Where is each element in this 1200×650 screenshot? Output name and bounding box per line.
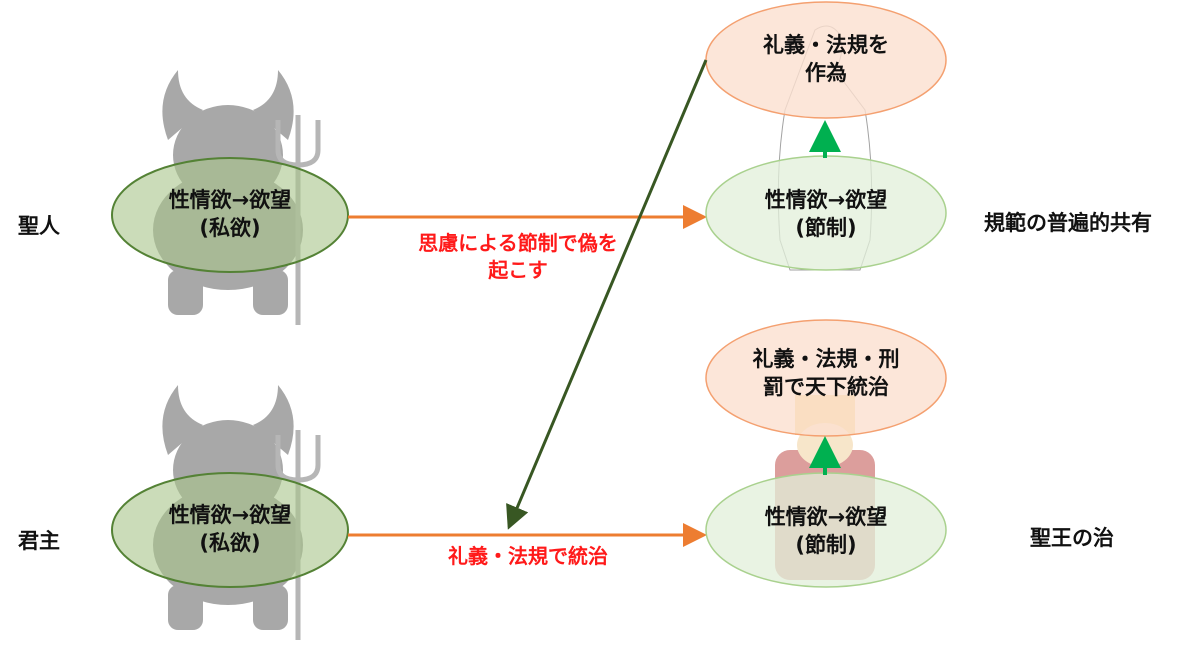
norms-subtext: 罰で天下統治 (763, 375, 889, 399)
desire-subtext: (私欲) (199, 531, 260, 555)
norms-text: 礼義・法規を (763, 33, 889, 57)
result-ruler: 聖王の治 (1030, 526, 1114, 550)
norms-subtext: 作為 (805, 61, 847, 85)
desire-text: 性情欲→欲望 (169, 503, 292, 527)
result-sage: 規範の普遍的共有 (984, 211, 1152, 235)
norms-text: 礼義・法規・刑 (753, 347, 900, 371)
desire-ellipse-ruler (111, 472, 349, 588)
desire-subtext: (私欲) (199, 216, 260, 240)
restrained-text: 性情欲→欲望 (765, 188, 888, 212)
arrow-label: 起こす (487, 258, 548, 282)
desire-text: 性情欲→欲望 (169, 188, 292, 212)
restrained-text: 性情欲→欲望 (765, 505, 888, 529)
row-label-ruler: 君主 (18, 529, 60, 553)
restrained-subtext: (節制) (795, 216, 856, 240)
norms-ellipse-sage (705, 1, 947, 119)
row-label-sage: 聖人 (18, 214, 60, 238)
arrow-label: 思慮による節制で偽を (418, 231, 617, 255)
arrow-label: 礼義・法規で統治 (448, 544, 608, 568)
restrained-ellipse-sage (705, 155, 947, 271)
restrained-ellipse-ruler (705, 472, 947, 588)
arrow-norms-to-ruler (506, 59, 708, 530)
restrained-subtext: (節制) (795, 533, 856, 557)
desire-ellipse-sage (111, 157, 349, 273)
